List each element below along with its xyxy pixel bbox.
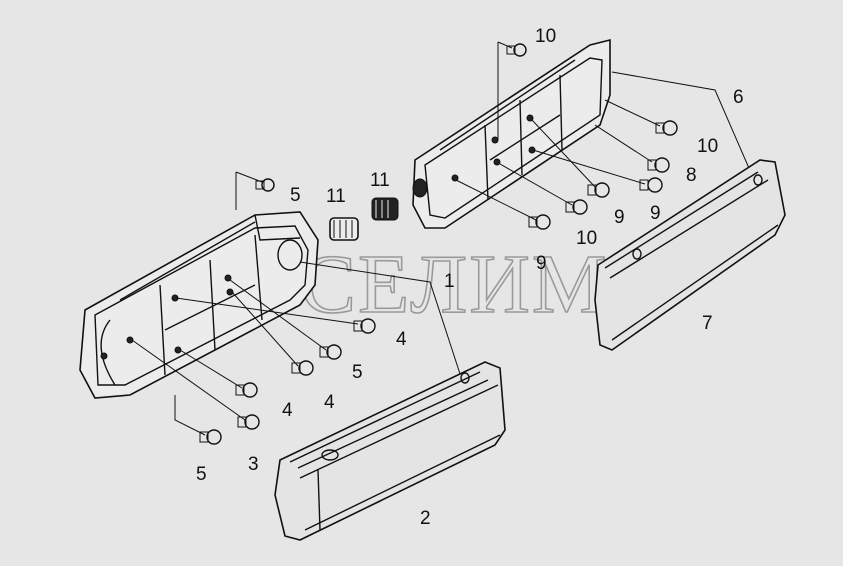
callout-11b: 11 bbox=[370, 170, 390, 191]
callout-10b: 10 bbox=[697, 136, 718, 157]
callout-5b: 5 bbox=[352, 362, 363, 383]
bulb-left-5 bbox=[235, 382, 258, 398]
callout-11a: 11 bbox=[326, 186, 346, 207]
bulb-right-2 bbox=[655, 120, 678, 136]
bulb-right-4 bbox=[639, 177, 663, 193]
bulb-left-2 bbox=[353, 318, 376, 334]
callout-3: 3 bbox=[248, 454, 259, 475]
callout-5c: 5 bbox=[196, 464, 207, 485]
bulb-right-1 bbox=[506, 43, 527, 57]
callout-9a: 9 bbox=[614, 207, 625, 228]
right-lens bbox=[594, 159, 786, 351]
leader-lines-left bbox=[131, 171, 463, 436]
bulb-left-6 bbox=[237, 414, 260, 430]
callout-10a: 10 bbox=[535, 26, 556, 47]
connector-right bbox=[371, 197, 399, 221]
leader-lines-right bbox=[455, 41, 756, 221]
callout-7: 7 bbox=[702, 313, 713, 334]
bulb-right-3 bbox=[647, 157, 670, 173]
bulb-left-3 bbox=[319, 344, 342, 360]
callout-9c: 9 bbox=[536, 253, 547, 274]
callout-5a: 5 bbox=[290, 185, 301, 206]
bulb-right-5 bbox=[587, 182, 610, 198]
bulb-right-6 bbox=[565, 199, 588, 215]
callout-8: 8 bbox=[686, 165, 697, 186]
right-lamp-housing bbox=[412, 38, 611, 229]
callout-6: 6 bbox=[733, 87, 744, 108]
callout-4b: 4 bbox=[324, 392, 335, 413]
left-lamp-housing bbox=[79, 211, 319, 399]
callout-9b: 9 bbox=[650, 203, 661, 224]
bulb-left-7 bbox=[199, 429, 222, 445]
callout-4a: 4 bbox=[396, 329, 407, 350]
bulb-left-4 bbox=[291, 360, 314, 376]
bulb-right-7 bbox=[528, 214, 551, 230]
callout-4c: 4 bbox=[282, 400, 293, 421]
left-lens bbox=[274, 361, 506, 541]
callout-10c: 10 bbox=[576, 228, 597, 249]
watermark-text: СЕЛИМ bbox=[300, 238, 609, 331]
connector-left bbox=[329, 217, 359, 241]
callout-1: 1 bbox=[444, 271, 455, 292]
callout-2: 2 bbox=[420, 508, 431, 529]
